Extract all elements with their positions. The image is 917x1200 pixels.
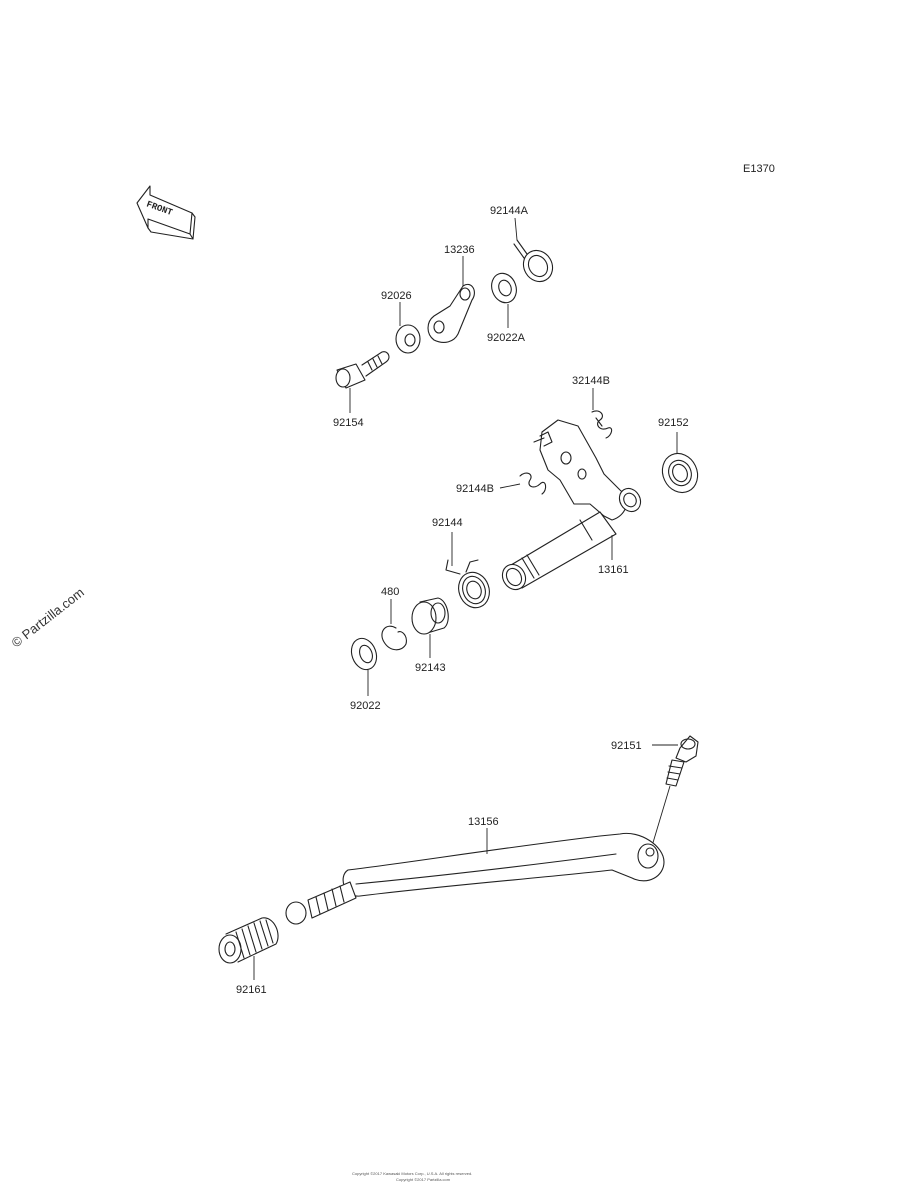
leader-92144a — [514, 217, 518, 241]
leader-92151-bolt-axis — [651, 785, 671, 847]
label-480: 480 — [381, 586, 399, 598]
label-92022: 92022 — [350, 700, 381, 712]
spring-92144[interactable] — [445, 559, 494, 612]
spring-32144b[interactable] — [591, 410, 613, 439]
label-13156: 13156 — [468, 816, 499, 828]
label-92161: 92161 — [236, 984, 267, 996]
collar-92143[interactable] — [411, 597, 449, 635]
pedal-rubber-92161[interactable] — [218, 917, 279, 964]
label-92152: 92152 — [658, 417, 689, 429]
label-13236: 13236 — [444, 244, 475, 256]
shift-shaft-13161[interactable] — [498, 419, 645, 594]
label-92022a: 92022A — [487, 332, 526, 344]
label-92144b: 92144B — [456, 483, 494, 495]
shift-lever-13156[interactable] — [285, 832, 665, 925]
label-92154: 92154 — [333, 417, 364, 429]
washer-92022[interactable] — [347, 635, 380, 673]
label-92143: 92143 — [415, 662, 446, 674]
collar-92026[interactable] — [395, 324, 421, 354]
spring-92144b[interactable] — [519, 472, 547, 495]
circlip-480[interactable] — [381, 625, 407, 651]
footer-line-2: Copyright ©2017 Partzilla.com — [396, 1177, 451, 1182]
label-92144a: 92144A — [490, 205, 529, 217]
front-arrow-icon: FRONT — [136, 185, 196, 240]
bolt-92154[interactable] — [335, 351, 390, 389]
watermark: © Partzilla.com — [9, 585, 87, 651]
diagram-code: E1370 — [743, 163, 775, 175]
label-92151: 92151 — [611, 740, 642, 752]
oil-seal-92152[interactable] — [656, 448, 704, 499]
label-92144: 92144 — [432, 517, 463, 529]
lever-13236[interactable] — [427, 283, 475, 343]
leader-92144b — [499, 483, 521, 489]
bolt-92151[interactable] — [665, 735, 699, 787]
label-13161: 13161 — [598, 564, 629, 576]
label-32144b: 32144B — [572, 375, 610, 387]
washer-92022a[interactable] — [488, 270, 521, 306]
label-92026: 92026 — [381, 290, 412, 302]
spring-92144a[interactable] — [513, 239, 558, 287]
footer-line-1: Copyright ©2017 Kawasaki Motors Corp., U… — [352, 1171, 472, 1176]
